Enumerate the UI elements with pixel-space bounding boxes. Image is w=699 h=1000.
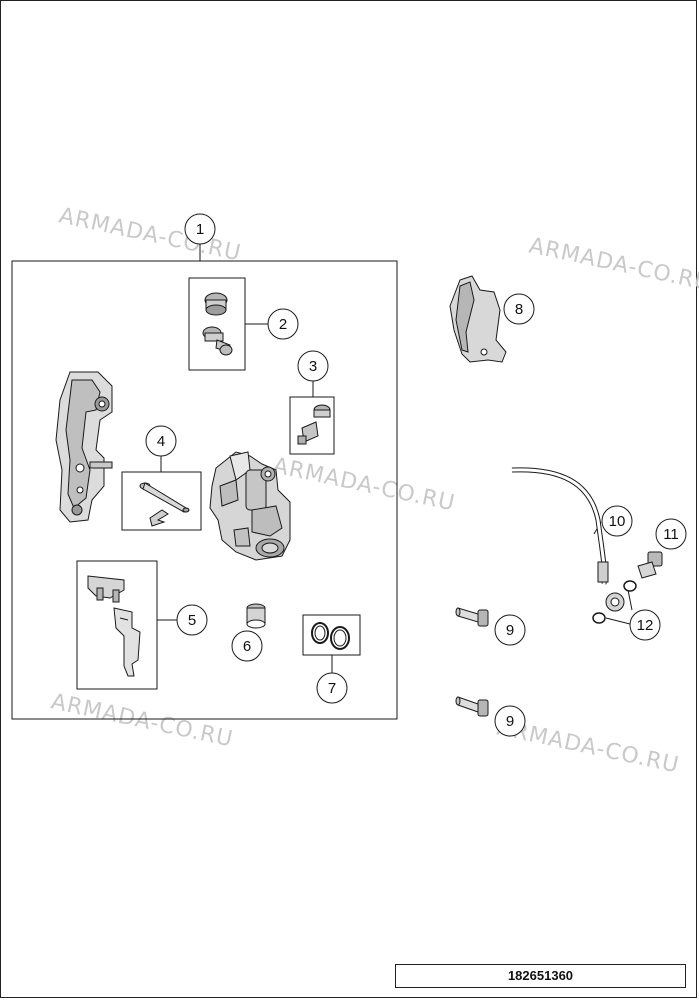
- svg-text:6: 6: [243, 638, 251, 655]
- part-11-banjo-bolt: [637, 551, 663, 579]
- part-10-brake-line: [511, 467, 625, 612]
- callout-10: 10: [601, 505, 633, 537]
- callout-9-lower: 9: [494, 705, 526, 737]
- svg-text:12: 12: [637, 617, 654, 634]
- callout-2: 2: [267, 308, 299, 340]
- callout-12: 12: [629, 609, 661, 641]
- caliper-body: [209, 451, 291, 561]
- callout-11: 11: [655, 518, 687, 550]
- svg-text:9: 9: [506, 713, 514, 730]
- part-3-bleeder-valve: [297, 404, 331, 445]
- watermark-1: ARMADA-CO.RU: [57, 203, 244, 266]
- watermark-3: ARMADA-CO.RU: [271, 453, 458, 516]
- box-part-5: [76, 560, 158, 690]
- callout-9-upper: 9: [494, 614, 526, 646]
- document-number-box: 182651360: [395, 964, 686, 988]
- svg-text:11: 11: [663, 526, 679, 543]
- caliper-assembly-box: [11, 260, 398, 720]
- svg-text:1: 1: [196, 221, 204, 238]
- part-8-brake-pad: [449, 275, 507, 363]
- callouts: 1 2 3 4 5 6 7 8: [145, 213, 687, 737]
- svg-text:4: 4: [157, 433, 165, 450]
- part-12-washers: [592, 580, 637, 624]
- svg-text:10: 10: [609, 513, 626, 530]
- box-part-2: [188, 277, 246, 371]
- watermark-2: ARMADA-CO.RU: [527, 233, 699, 296]
- callout-5: 5: [176, 604, 208, 636]
- svg-text:5: 5: [188, 612, 196, 629]
- part-2-components: [202, 292, 233, 356]
- part-4-guide-pin: [139, 482, 190, 527]
- box-part-3: [289, 396, 335, 455]
- part-7-seal-rings: [311, 622, 350, 650]
- part-9-bolt-lower: [455, 696, 489, 717]
- svg-text:9: 9: [506, 622, 514, 639]
- svg-text:3: 3: [309, 358, 317, 375]
- svg-text:2: 2: [279, 316, 287, 333]
- watermark-4: ARMADA-CO.RU: [49, 689, 236, 752]
- svg-text:7: 7: [328, 680, 336, 697]
- callout-3: 3: [297, 350, 329, 382]
- callout-7: 7: [316, 672, 348, 704]
- part-9-bolt-upper: [455, 607, 489, 627]
- callout-8: 8: [503, 293, 535, 325]
- callout-1: 1: [184, 213, 216, 245]
- caliper-carrier-bracket: [55, 371, 113, 523]
- callout-4: 4: [145, 425, 177, 457]
- svg-text:8: 8: [515, 301, 523, 318]
- callout-6: 6: [231, 630, 263, 662]
- part-5-pad-spring: [87, 575, 141, 677]
- part-6-sleeve: [246, 603, 266, 629]
